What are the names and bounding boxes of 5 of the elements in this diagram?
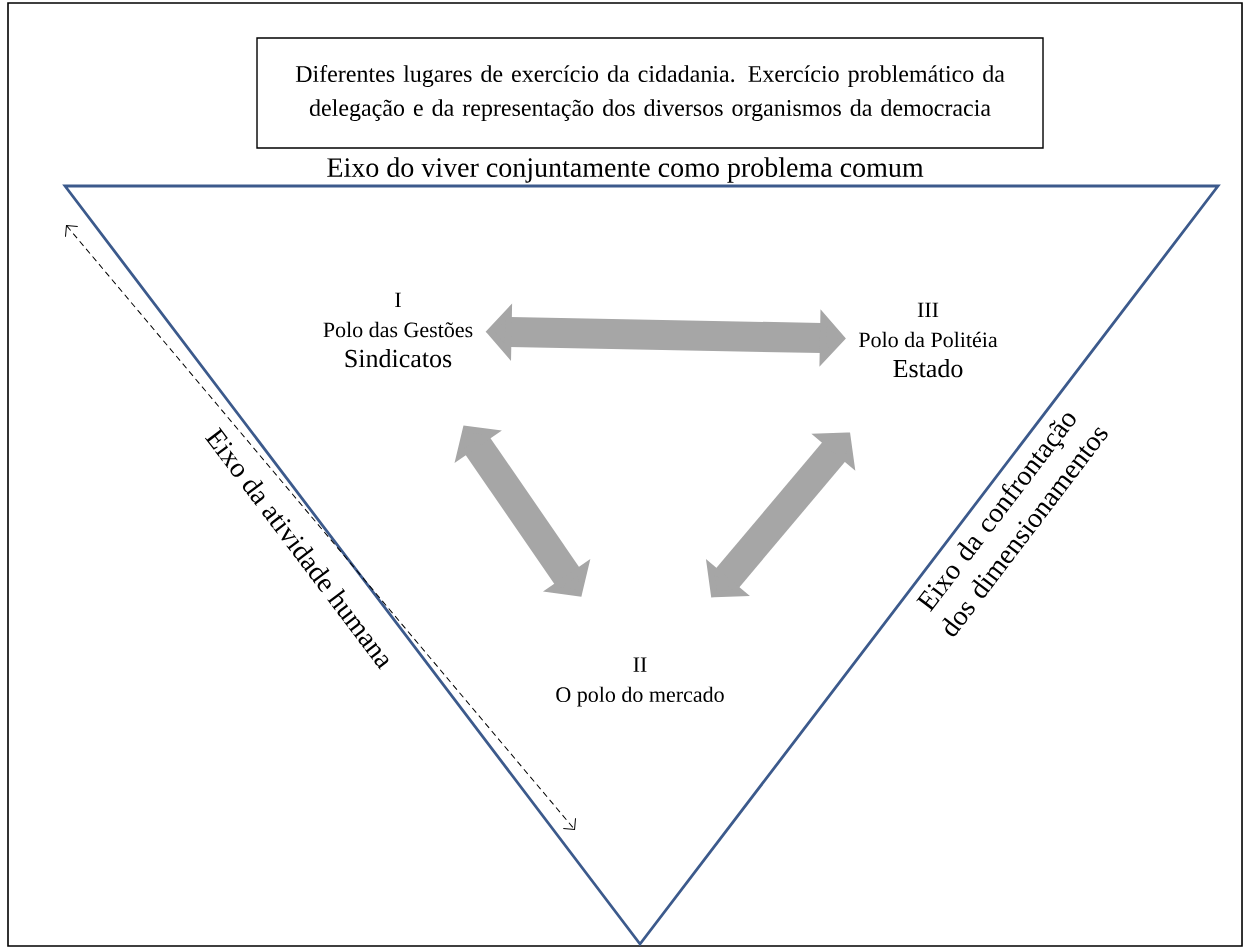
pole-label: I Polo das Gestões Sindicatos	[323, 292, 473, 368]
pole-label: III Polo da Politéia Estado	[858, 302, 998, 378]
text-box: Diferentes lugares de exercício da cidadania. Exercício problemático da delegação e da representação dos diversos organismos da democracia	[256, 37, 1044, 149]
pole-label: II O polo do mercado	[556, 657, 724, 707]
double-arrow	[454, 425, 591, 597]
